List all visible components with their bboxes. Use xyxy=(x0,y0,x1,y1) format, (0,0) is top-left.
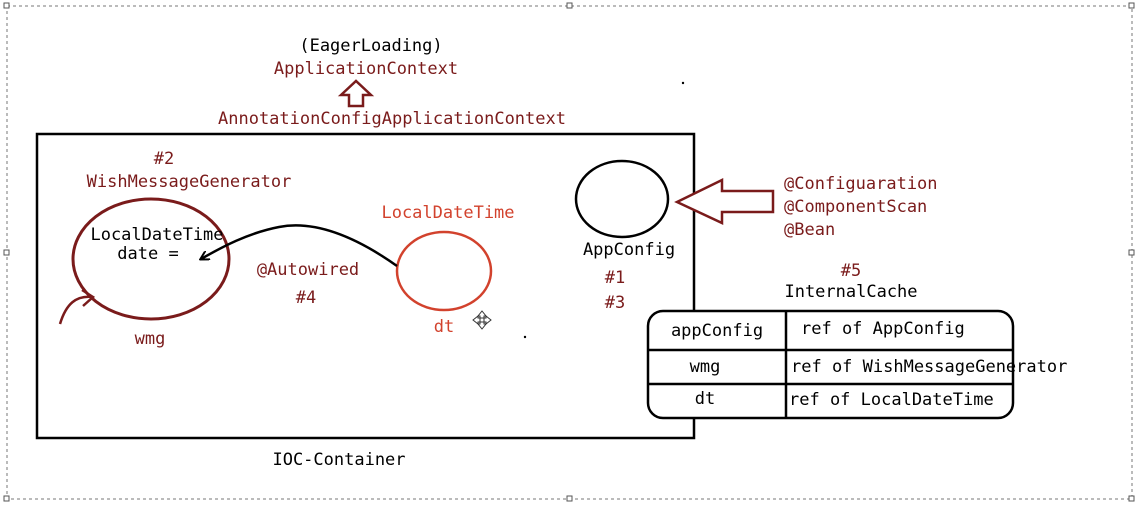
dt-bean-circle xyxy=(395,230,493,312)
annotation-bean: @Bean xyxy=(784,220,836,240)
config-arrow-icon xyxy=(674,177,775,225)
dt-var-label: dt xyxy=(433,317,455,337)
cache-table-frame xyxy=(646,309,1015,420)
stray-dot xyxy=(523,335,527,339)
wmg-bean-circle xyxy=(71,197,231,321)
cache-key-cell: wmg xyxy=(689,357,721,377)
autowire-arrow xyxy=(201,224,398,268)
annotation-config-context-label: AnnotationConfigApplicationContext xyxy=(218,109,566,129)
pointer-arrow-icon xyxy=(58,295,94,325)
cache-value-cell: ref of LocalDateTime xyxy=(789,390,994,410)
appconfig-bean-circle xyxy=(574,159,670,239)
cache-step-label: #5 xyxy=(840,261,862,281)
wmg-var-label: wmg xyxy=(134,329,166,349)
eager-loading-label: (EagerLoading) xyxy=(299,36,443,56)
cache-title: InternalCache xyxy=(784,282,918,302)
cache-value-cell: ref of WishMessageGenerator xyxy=(791,357,1068,377)
appconfig-step-a-label: #1 xyxy=(604,268,626,288)
cache-key-cell: dt xyxy=(694,389,716,409)
pointer-arrowhead-icon xyxy=(81,288,96,307)
inheritance-arrow-icon xyxy=(337,79,375,108)
wmg-field-name-label: date = xyxy=(117,244,179,264)
move-cursor-icon xyxy=(472,310,492,330)
ioc-container-box xyxy=(35,132,696,440)
ioc-container-label: IOC-Container xyxy=(272,450,406,470)
application-context-label: ApplicationContext xyxy=(273,59,459,79)
cache-value-cell: ref of AppConfig xyxy=(801,319,965,339)
wmg-step-label: #2 xyxy=(153,149,175,169)
cache-key-cell: appConfig xyxy=(670,321,764,341)
wmg-class-label: WishMessageGenerator xyxy=(86,172,292,192)
autowire-step-label: #4 xyxy=(295,288,317,308)
annotation-configuration: @Configuaration xyxy=(784,174,938,194)
dt-class-label: LocalDateTime xyxy=(381,203,515,223)
appconfig-step-b-label: #3 xyxy=(604,293,626,313)
stray-dot xyxy=(681,81,685,85)
annotation-component-scan: @ComponentScan xyxy=(784,197,928,217)
autowired-label: @Autowired xyxy=(256,260,360,280)
selection-handles xyxy=(3,2,1135,502)
wmg-field-type-label: LocalDateTime xyxy=(90,225,224,245)
appconfig-class-label: AppConfig xyxy=(582,240,676,260)
